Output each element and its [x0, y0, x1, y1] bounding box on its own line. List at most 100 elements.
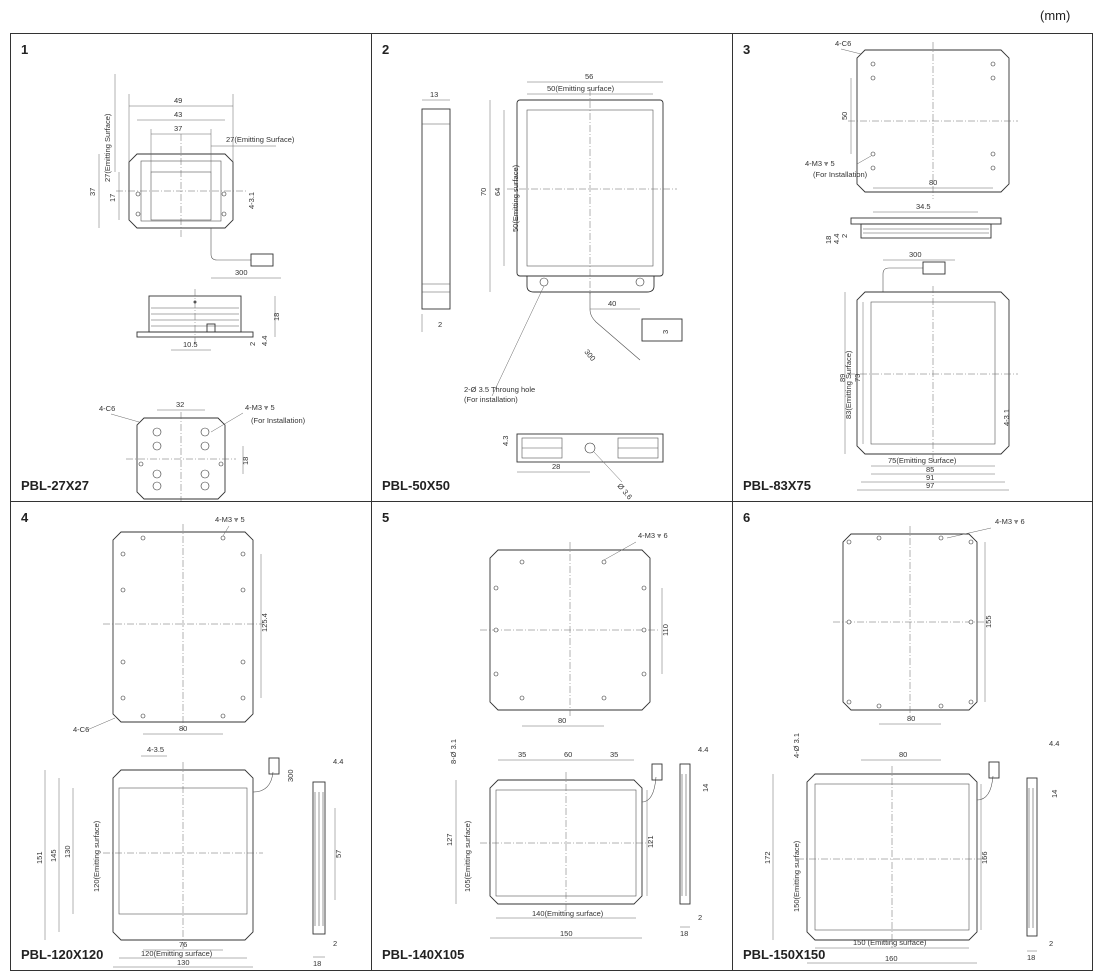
- dim-4-4: 4.4: [698, 745, 708, 754]
- dim-151: 151: [35, 851, 44, 864]
- dim-80: 80: [179, 724, 187, 733]
- dim-300: 300: [235, 268, 248, 277]
- dim-14: 14: [1050, 790, 1059, 798]
- dim-8-3-1: 8-Ø 3.1: [449, 739, 458, 764]
- model-name: PBL-150X150: [743, 947, 826, 962]
- dim-18: 18: [824, 236, 833, 244]
- dim-for-install: (For Installation): [251, 416, 306, 425]
- dim-155: 155: [984, 615, 993, 628]
- dim-80b: 80: [899, 750, 907, 759]
- dim-hole: 2-Ø 3.5 Throung hole: [464, 385, 535, 394]
- panel-4: 4 4-M3 ⩔ 5 125.4 80 4-C6: [11, 502, 372, 971]
- panel-3: 3 4-C6 50 4-M3 ⩔ 5 (For Installation) 80: [733, 34, 1093, 502]
- dim-4-4: 4.4: [832, 234, 841, 244]
- dim-emit-w: 140(Emitting surface): [532, 909, 604, 918]
- dim-150: 150: [560, 929, 573, 938]
- model-name: PBL-27X27: [21, 478, 89, 493]
- dim-50: 50: [840, 112, 849, 120]
- panel-1: 1 49 43 37 27(Emitting Surface) 27(Emit: [11, 34, 372, 502]
- dim-127: 127: [445, 833, 454, 846]
- dim-2: 2: [698, 913, 702, 922]
- dim-emit-h: 150(Emitting surface): [792, 840, 801, 912]
- dim-4-3: 4.3: [501, 436, 510, 446]
- drawing-grid: 1 49 43 37 27(Emitting Surface) 27(Emit: [10, 33, 1093, 971]
- dim-60: 60: [564, 750, 572, 759]
- dim-emit-h: 120(Emitting surface): [92, 820, 101, 892]
- drawing-pbl-120x120: 4-M3 ⩔ 5 125.4 80 4-C6 4-3.5 300 151 145…: [35, 515, 343, 968]
- panel-number: 6: [743, 510, 751, 525]
- dim-121: 121: [646, 835, 655, 848]
- dim-35a: 35: [518, 750, 526, 759]
- dim-300: 300: [582, 348, 597, 363]
- dim-3: 3: [661, 330, 670, 334]
- dim-emit-h: 83(Emitting Surface): [844, 350, 853, 419]
- dim-4-4: 4.4: [1049, 739, 1059, 748]
- dim-2: 2: [840, 234, 849, 238]
- dim-18: 18: [680, 929, 688, 938]
- dim-for-install: (For Installation): [813, 170, 868, 179]
- dim-2: 2: [333, 939, 337, 948]
- panel-number: 1: [21, 42, 29, 57]
- dim-70: 70: [479, 188, 488, 196]
- dim-3-6: Ø 3.6: [615, 482, 634, 502]
- dim-85: 85: [926, 465, 934, 474]
- panel-5: 5 4-M3 ⩔ 6 110 80 8-Ø 3.1 35 60: [372, 502, 733, 971]
- dim-56: 56: [585, 72, 593, 81]
- dim-m3: 4-M3 ⩔ 6: [638, 531, 668, 540]
- dim-c6: 4-C6: [835, 39, 851, 48]
- dim-64: 64: [493, 188, 502, 196]
- panel-6: 6 4-M3 ⩔ 6 155 80 4-Ø 3.1 80: [733, 502, 1093, 971]
- dim-91: 91: [926, 473, 934, 482]
- dim-2: 2: [1049, 939, 1053, 948]
- dim-for-install: (For installation): [464, 395, 518, 404]
- drawing-pbl-50x50: 13 2 56 50(Emitting surface) 70 64 50(Em…: [421, 72, 683, 502]
- dim-97: 97: [926, 481, 934, 490]
- dim-2: 2: [438, 320, 442, 329]
- drawing-pbl-150x150: 4-M3 ⩔ 6 155 80 4-Ø 3.1 80 172 150(Emitt…: [763, 517, 1059, 964]
- dim-m3: 4-M3 ⩔ 5: [245, 403, 275, 412]
- dim-18: 18: [1027, 953, 1035, 962]
- dim-c6: 4-C6: [73, 725, 89, 734]
- model-name: PBL-140X105: [382, 947, 465, 962]
- dim-m3: 4-M3 ⩔ 6: [995, 517, 1025, 526]
- dim-14: 14: [701, 784, 710, 792]
- dim-49: 49: [174, 96, 182, 105]
- dim-4-4: 4.4: [333, 757, 343, 766]
- dim-80: 80: [929, 178, 937, 187]
- dim-emit-h: 50(Emitting surface): [511, 164, 520, 232]
- dim-m3: 4-M3 ⩔ 5: [215, 515, 245, 524]
- dim-145: 145: [49, 849, 58, 862]
- dim-4-3-1: 4-3.1: [247, 192, 256, 209]
- model-name: PBL-83X75: [743, 478, 811, 493]
- dim-89: 89: [838, 374, 847, 382]
- dim-300: 300: [286, 769, 295, 782]
- dim-18: 18: [313, 959, 321, 968]
- dim-emit-w: 27(Emitting Surface): [226, 135, 295, 144]
- dim-c6: 4-C6: [99, 404, 115, 413]
- dim-80: 80: [558, 716, 566, 725]
- dim-160: 160: [885, 954, 898, 963]
- dim-130: 130: [63, 845, 72, 858]
- dim-18b: 18: [241, 457, 250, 465]
- dim-18: 18: [272, 313, 281, 321]
- panel-number: 4: [21, 510, 29, 525]
- dim-125-4: 125.4: [260, 613, 269, 632]
- dim-28: 28: [552, 462, 560, 471]
- panel-number: 3: [743, 42, 751, 57]
- dim-10-5: 10.5: [183, 340, 198, 349]
- dim-76: 76: [179, 940, 187, 949]
- unit-label: (mm): [1040, 8, 1071, 23]
- dim-emit-w: 150 (Emitting surface): [853, 938, 927, 947]
- dim-4-3-1: 4-3.1: [1002, 409, 1011, 426]
- dim-17: 17: [108, 194, 117, 202]
- dim-32: 32: [176, 400, 184, 409]
- dim-35b: 35: [610, 750, 618, 759]
- dim-57: 57: [334, 850, 343, 858]
- dim-4-3-5: 4-3.5: [147, 745, 164, 754]
- dim-172: 172: [763, 851, 772, 864]
- dim-110: 110: [661, 624, 670, 636]
- dim-37v: 37: [88, 188, 97, 196]
- dim-emit-h: 105(Emitting surface): [463, 820, 472, 892]
- panel-number: 2: [382, 42, 390, 57]
- dim-80: 80: [907, 714, 915, 723]
